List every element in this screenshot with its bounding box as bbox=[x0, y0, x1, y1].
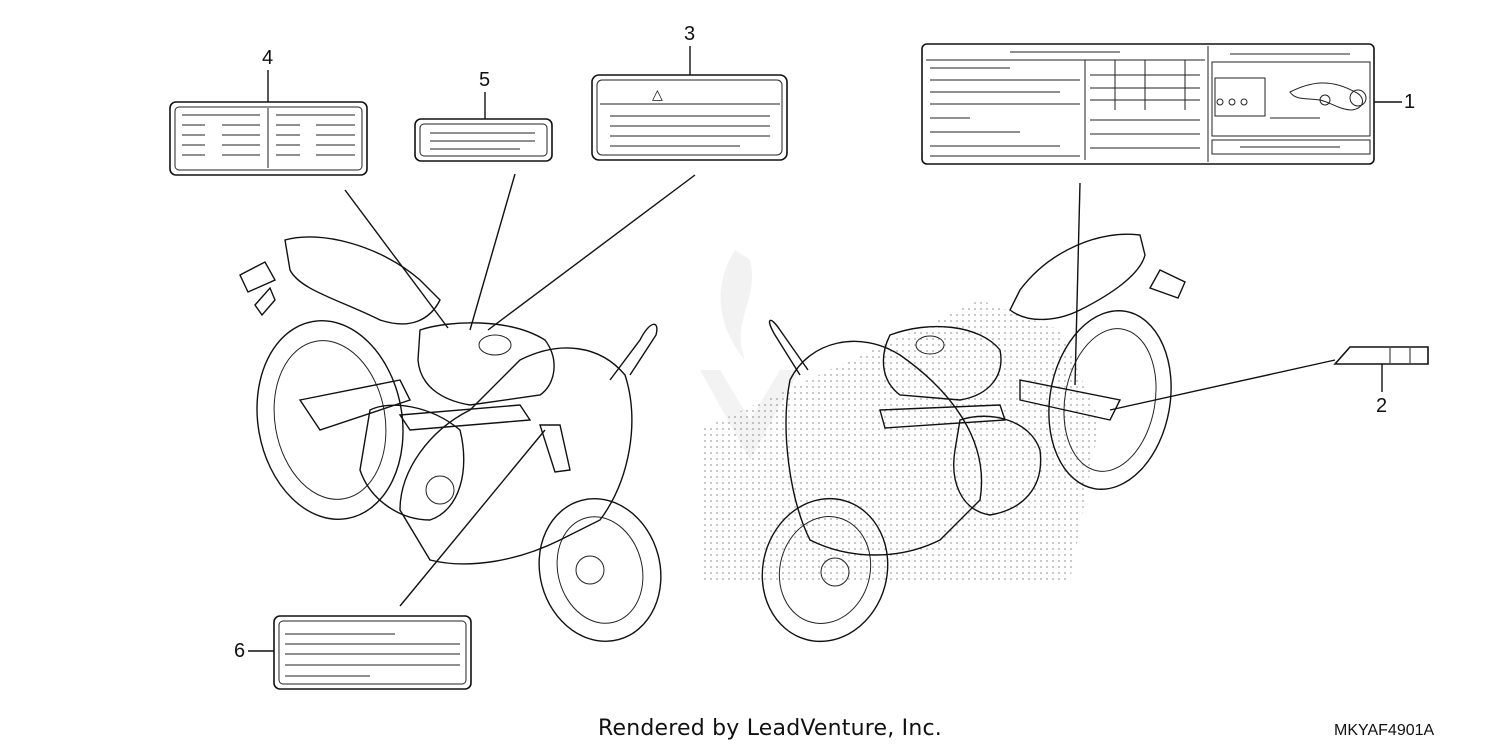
warning-icon: △ bbox=[652, 87, 663, 103]
footer-credit: Rendered by LeadVenture, Inc. bbox=[598, 716, 942, 741]
motorcycle-right-view bbox=[700, 233, 1186, 643]
leader-lines bbox=[248, 46, 1402, 652]
label-3[interactable]: △ bbox=[591, 74, 788, 161]
label-6[interactable] bbox=[273, 615, 472, 690]
callout-2: 2 bbox=[1376, 395, 1388, 417]
diagram-code: MKYAF4901A bbox=[1334, 722, 1435, 739]
callout-3: 3 bbox=[684, 23, 696, 45]
label-1[interactable] bbox=[921, 43, 1375, 165]
label-5[interactable] bbox=[414, 118, 553, 162]
callout-4: 4 bbox=[262, 47, 274, 69]
label-4[interactable] bbox=[169, 101, 368, 176]
callout-6: 6 bbox=[234, 640, 246, 662]
callout-1: 1 bbox=[1404, 91, 1416, 113]
motorcycle-left-view bbox=[239, 236, 662, 642]
label-2[interactable] bbox=[1333, 346, 1429, 365]
watermark-logo bbox=[700, 250, 800, 460]
callout-5: 5 bbox=[479, 69, 491, 91]
